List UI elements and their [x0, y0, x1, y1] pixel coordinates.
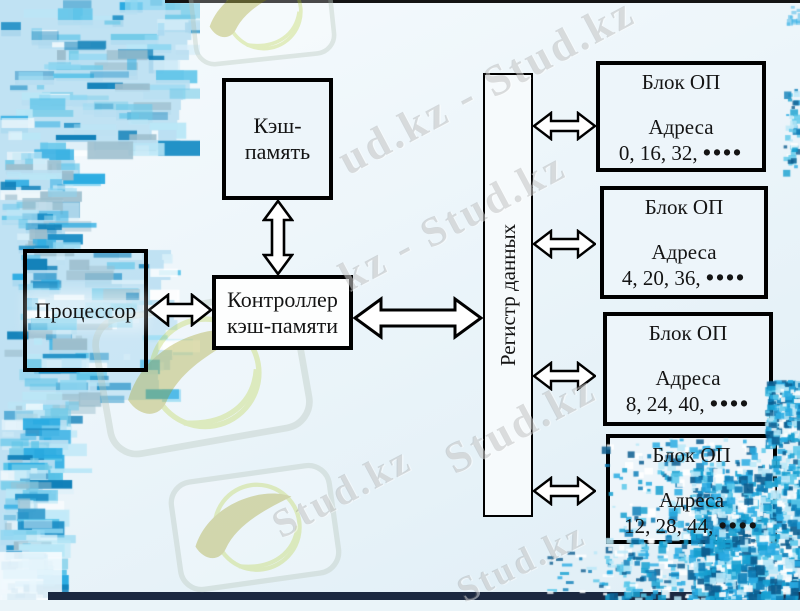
- address-dots: ••••: [718, 513, 759, 538]
- memory-block-address-label: Адреса: [655, 366, 721, 390]
- cache-label-line2: память: [244, 139, 311, 164]
- controller-label-wrap: Контроллер кэш-памяти: [212, 275, 353, 350]
- memory-block-title: Блок ОП: [641, 70, 721, 94]
- studkz-watermark: Stud.kz: [436, 363, 604, 484]
- controller-label-line1: Контроллер: [227, 286, 338, 312]
- address-dots: ••••: [709, 391, 751, 416]
- memory-block-4-text: Блок ОП Адреса 12, 28, 44, ••••: [606, 434, 777, 544]
- memory-block-address-label: Адреса: [648, 115, 714, 139]
- memory-block-1-text: Блок ОП Адреса 0, 16, 32, ••••: [596, 61, 766, 172]
- memory-block-addresses: 4, 20, 36, ••••: [600, 265, 768, 291]
- studkz-watermark: Stud.kz: [450, 513, 592, 611]
- address-values: 8, 24, 40,: [625, 392, 705, 416]
- studkz-watermark: Stud.kz: [264, 436, 419, 547]
- memory-block-title: Блок ОП: [652, 443, 731, 467]
- processor-label: Процессор: [31, 297, 140, 324]
- address-values: 4, 20, 36,: [621, 266, 701, 290]
- memory-block-2-text: Блок ОП Адреса 4, 20, 36, ••••: [600, 186, 768, 299]
- memory-block-addresses: 12, 28, 44, ••••: [606, 513, 777, 539]
- memory-block-address-label: Адреса: [651, 240, 717, 264]
- memory-block-addresses: 0, 16, 32, ••••: [596, 140, 766, 166]
- memory-block-address-label: Адреса: [658, 488, 725, 512]
- studkz-watermark: ud.kz - Stud.kz: [329, 0, 643, 185]
- controller-label-line2: кэш-памяти: [226, 312, 339, 338]
- cache-label-line1: Кэш-: [253, 113, 302, 139]
- address-dots: ••••: [705, 265, 747, 290]
- memory-block-title: Блок ОП: [648, 321, 728, 345]
- memory-block-3-text: Блок ОП Адреса 8, 24, 40, ••••: [603, 312, 773, 426]
- cache-label-wrap: Кэш- память: [222, 78, 333, 200]
- memory-block-title: Блок ОП: [644, 195, 724, 219]
- processor-label-wrap: Процессор: [23, 249, 148, 372]
- address-values: 12, 28, 44,: [624, 514, 714, 538]
- address-values: 0, 16, 32,: [618, 141, 698, 165]
- memory-block-addresses: 8, 24, 40, ••••: [603, 391, 773, 417]
- address-dots: ••••: [702, 140, 744, 165]
